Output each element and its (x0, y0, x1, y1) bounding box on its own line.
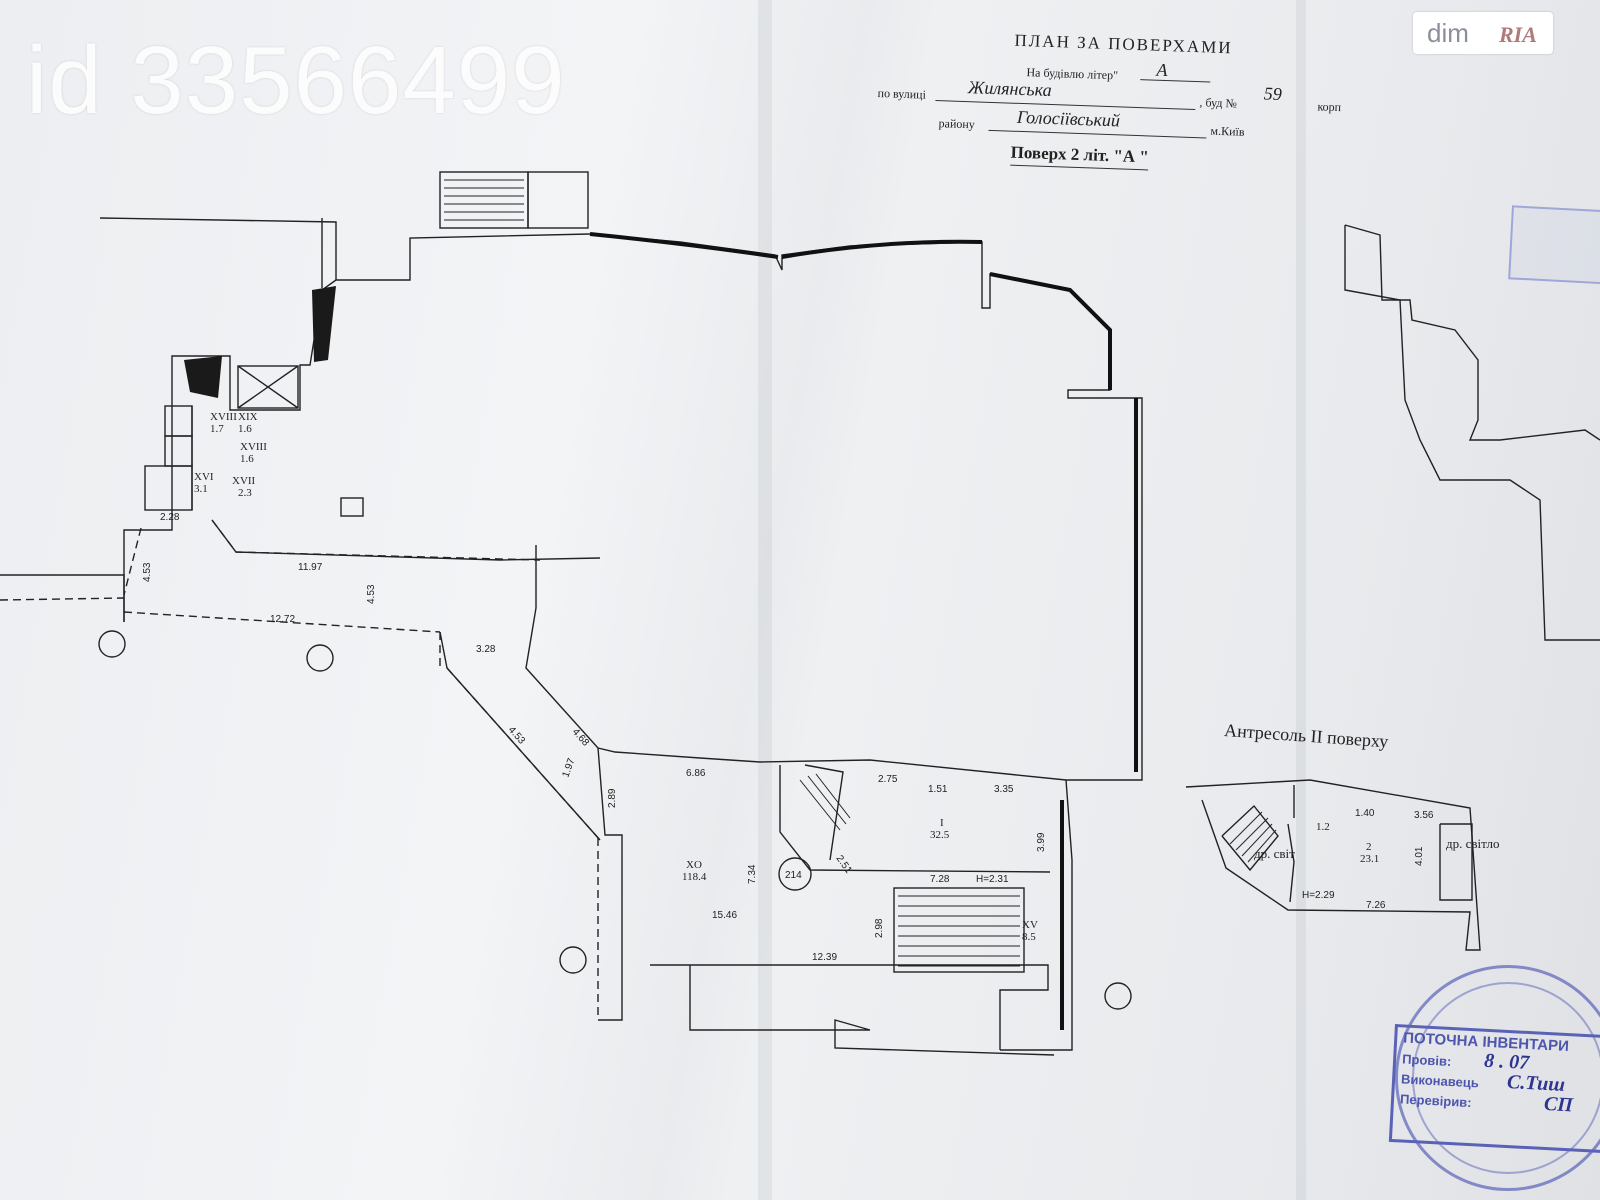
inventory-stamp: ПОТОЧНА ІНВЕНТАРИ Провів: 8 . 07 Виконав… (1388, 1024, 1600, 1155)
faint-stamp (1508, 205, 1600, 285)
dim-label: 2.28 (160, 512, 180, 523)
room-area: 118.4 (682, 871, 707, 883)
room-number: 214 (785, 870, 802, 881)
room-id: XVII (232, 475, 256, 487)
room-area: 1.6 (238, 423, 252, 435)
paper-fold (758, 0, 772, 1200)
mezz-dim: 1.40 (1355, 808, 1375, 819)
room-id: XVIII (240, 441, 267, 453)
listing-id-watermark: id 33566499 (26, 27, 566, 134)
dim-label: 4.53 (506, 725, 527, 747)
mezz-window-right: др. світло (1446, 836, 1499, 851)
dim-label: 4.53 (142, 562, 153, 582)
city-label: м.Київ (1210, 123, 1245, 139)
room-id: XO (686, 859, 702, 871)
room-area: 2.3 (238, 487, 252, 499)
dim-label: 4.53 (366, 584, 377, 604)
stamp-verified-label: Перевірив: (1399, 1091, 1472, 1111)
mezz-window-left: др. світ (1254, 846, 1295, 861)
logo-text: dim (1427, 18, 1469, 48)
room-area: 3.1 (194, 483, 208, 495)
room-id: XVI (194, 471, 214, 483)
mezz-dim: 4.01 (1414, 846, 1425, 866)
round-seal (1395, 965, 1600, 1191)
dim-label: 2.89 (607, 788, 618, 808)
dim-label: 12.72 (270, 614, 295, 625)
dim-label: 11.97 (298, 562, 323, 573)
room-id: I (940, 817, 944, 829)
dim-label: 1.97 (560, 757, 577, 779)
stamp-executor-label: Виконавець (1400, 1071, 1480, 1091)
dim-label: 2.98 (874, 918, 885, 938)
stamp-verified-value: СП (1543, 1092, 1574, 1117)
street-value: Жилянська (967, 77, 1053, 101)
dim-label: 3.35 (994, 784, 1014, 795)
floor-caption: Поверх 2 літ. "А " (1010, 142, 1150, 171)
room-id: XVIII (210, 411, 237, 423)
mezz-stair-area: 1.2 (1316, 821, 1330, 833)
house-number: 59 (1263, 83, 1283, 105)
dim-label: 3.28 (476, 644, 496, 655)
dim-label: 7.34 (747, 864, 758, 884)
room-id: XV (1022, 919, 1038, 931)
district-value: Голосіївський (1016, 106, 1121, 131)
room-id: XIX (238, 411, 258, 423)
room-area: 1.7 (210, 423, 224, 435)
dim-label: 6.86 (686, 768, 706, 779)
paper-fold (1296, 0, 1306, 1200)
mezz-room-area: 23.1 (1360, 853, 1379, 865)
building-letter: А (1156, 59, 1168, 81)
room-area: 8.5 (1022, 931, 1036, 943)
room-area: 32.5 (930, 829, 950, 841)
dim-label: 3.99 (1036, 832, 1047, 852)
dim-label: H=2.31 (976, 874, 1009, 885)
district-label: району (938, 116, 976, 132)
logo-mark: RIA (1499, 22, 1537, 47)
document-header: ПЛАН ЗА ПОВЕРХАМИ На будівлю літер" А по… (874, 26, 1379, 203)
house-label: , буд № (1199, 95, 1238, 111)
mezz-dim: 7.26 (1366, 900, 1386, 911)
street-label: по вулиці (877, 85, 927, 102)
mezz-dim: H=2.29 (1302, 890, 1335, 901)
dim-label: 12.39 (812, 952, 837, 963)
korp-label: корп (1317, 99, 1342, 115)
stamp-checked-label: Провів: (1401, 1051, 1452, 1069)
dim-label: 2.75 (878, 774, 898, 785)
dim-label: 4.68 (570, 727, 591, 749)
dim-label: 1.51 (928, 784, 948, 795)
mezz-room-id: 2 (1366, 841, 1372, 853)
room-area: 1.6 (240, 453, 254, 465)
mezz-dim: 3.56 (1414, 810, 1434, 821)
dim-label: 15.46 (712, 910, 737, 921)
dim-label: 2.51 (834, 853, 854, 876)
dim-label: 7.28 (930, 874, 950, 885)
dim-ria-logo: dim RIA (1413, 12, 1553, 54)
